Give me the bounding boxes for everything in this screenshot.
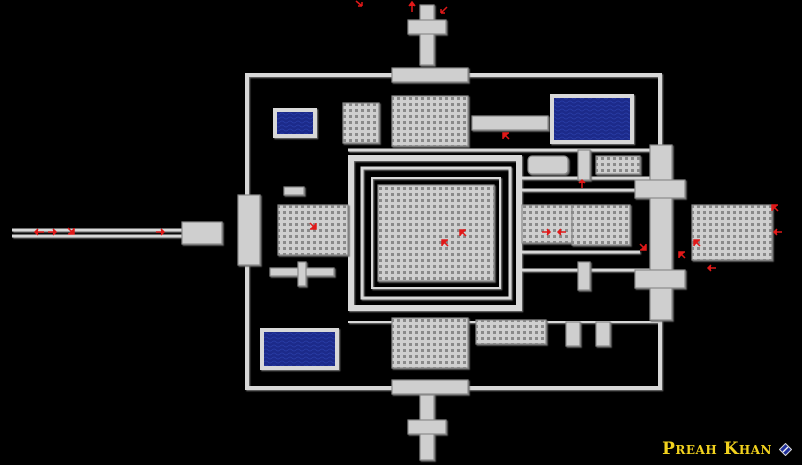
map-title: Preah Khan [662,439,772,459]
arrow-marker [355,0,363,7]
arrow-marker [33,228,44,236]
pencil-diamond-icon[interactable] [779,443,792,456]
arrow-marker [459,229,467,237]
gopura-structures [181,4,773,461]
direction-arrows [33,0,782,272]
pond-northwest [273,108,317,138]
arrow-marker [706,264,716,272]
arrow-marker [693,239,701,247]
arrow-marker [639,243,647,251]
pond-southwest [260,328,339,370]
arrow-marker [542,228,552,236]
arrow-marker [440,6,448,14]
ponds [260,94,634,370]
arrow-marker [441,239,449,247]
arrow-marker [772,228,782,236]
arrow-marker [408,0,416,12]
arrow-marker [556,228,566,236]
arrow-marker [678,251,686,259]
arrow-marker [309,222,317,230]
arrow-marker [578,178,586,188]
arrow-marker [67,227,75,235]
arrow-marker [48,228,58,236]
arrow-marker [156,228,166,236]
arrow-marker [502,132,510,140]
pond-northeast [550,94,634,144]
arrow-marker [771,204,779,212]
